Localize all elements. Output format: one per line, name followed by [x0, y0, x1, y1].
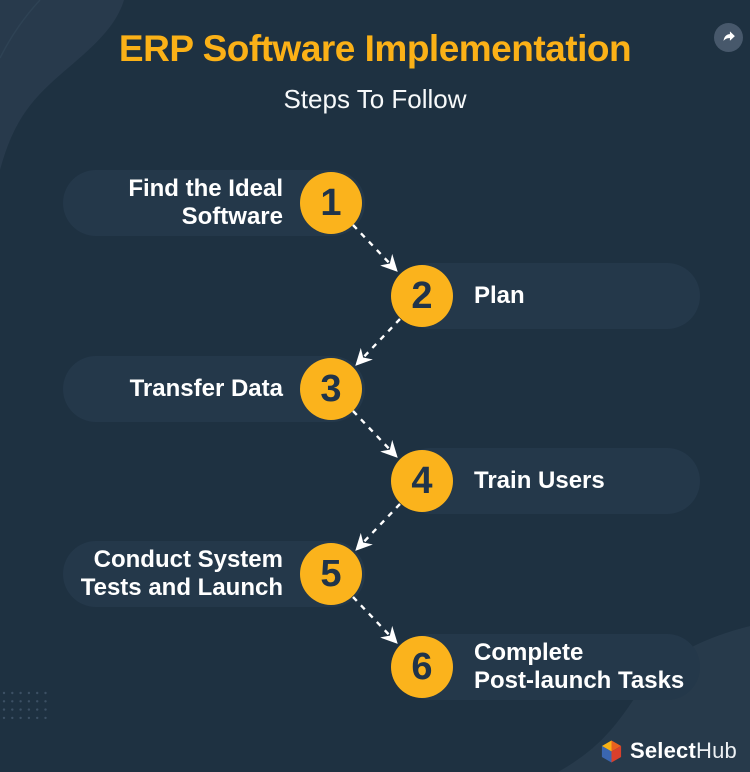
- step-label-line: Post-launch Tasks: [474, 667, 685, 694]
- page-title: ERP Software Implementation: [118, 28, 632, 69]
- step-row-4: Train Users 4: [0, 448, 750, 514]
- step-number: 5: [320, 552, 342, 595]
- step-number-badge: 2: [391, 265, 453, 327]
- step-number: 6: [411, 645, 433, 688]
- step-label: Conduct System Tests and Launch: [81, 546, 283, 602]
- step-label-line: Find the Ideal: [128, 175, 283, 202]
- brand-name: SelectHub: [630, 738, 737, 764]
- step-label-line: Software: [181, 203, 283, 230]
- step-row-5: Conduct System Tests and Launch 5: [0, 541, 750, 607]
- step-number-badge: 6: [391, 636, 453, 698]
- brand-name-light: Hub: [696, 738, 737, 763]
- step-number-badge: 4: [391, 450, 453, 512]
- step-row-2: Plan 2: [0, 263, 750, 329]
- step-label: Complete Post-launch Tasks: [474, 639, 684, 695]
- step-row-1: Find the Ideal Software 1: [0, 170, 750, 236]
- step-label-line: Train Users: [474, 467, 605, 494]
- step-label: Plan: [474, 282, 525, 310]
- page-subtitle: Steps To Follow: [283, 84, 467, 114]
- step-row-3: Transfer Data 3: [0, 356, 750, 422]
- step-label-line: Transfer Data: [129, 375, 283, 402]
- brand-name-bold: Select: [630, 738, 697, 763]
- step-label-line: Plan: [474, 282, 525, 309]
- step-number-badge: 5: [300, 543, 362, 605]
- step-row-6: Complete Post-launch Tasks 6: [0, 634, 750, 700]
- selecthub-cube-icon: [601, 739, 622, 763]
- step-number: 2: [411, 274, 433, 317]
- step-number-badge: 1: [300, 172, 362, 234]
- step-label-line: Complete: [474, 639, 584, 666]
- step-number: 1: [320, 181, 342, 224]
- step-number: 3: [320, 367, 342, 410]
- share-button[interactable]: [714, 23, 743, 52]
- share-arrow-icon: [723, 31, 735, 42]
- step-number: 4: [411, 459, 433, 502]
- step-label-line: Tests and Launch: [80, 574, 283, 601]
- brand-logo: SelectHub: [0, 736, 737, 766]
- step-label: Find the Ideal Software: [128, 175, 283, 231]
- step-label: Train Users: [474, 467, 605, 495]
- step-label: Transfer Data: [130, 375, 283, 403]
- step-number-badge: 3: [300, 358, 362, 420]
- step-label-line: Conduct System: [93, 546, 283, 573]
